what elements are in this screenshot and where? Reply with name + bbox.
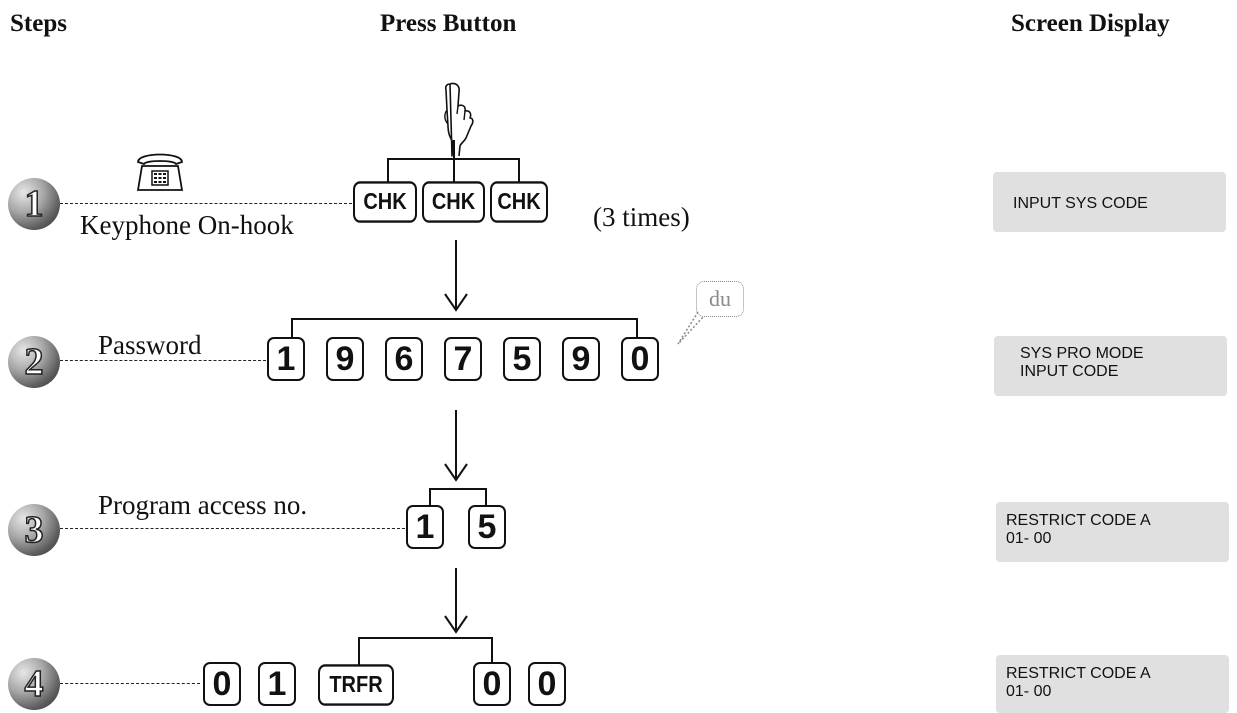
- chk-key-3[interactable]: CHK: [490, 181, 548, 223]
- digit-key[interactable]: 1: [267, 337, 305, 381]
- step-2-label: Password: [98, 330, 202, 360]
- screen-2-line-2: INPUT CODE: [1020, 363, 1119, 381]
- trfr-key[interactable]: TRFR: [318, 664, 394, 706]
- digit-key[interactable]: 5: [503, 337, 541, 381]
- chk-key-1[interactable]: CHK: [353, 181, 417, 223]
- screen-4-line-1: RESTRICT CODE A: [1006, 665, 1151, 682]
- screen-display-2: SYS PRO MODE INPUT CODE: [994, 336, 1227, 396]
- bubble-tail-icon: [677, 311, 705, 345]
- screen-4-line-2: 01- 00: [1006, 683, 1052, 701]
- digit-key[interactable]: 9: [326, 337, 364, 381]
- telephone-icon: [136, 153, 184, 191]
- repeat-note: (3 times): [593, 202, 690, 232]
- screen-display-1: INPUT SYS CODE: [993, 172, 1226, 232]
- down-arrow-icon: [444, 568, 468, 634]
- digit-key[interactable]: 7: [444, 337, 482, 381]
- screen-display-3: RESTRICT CODE A 01- 00: [996, 502, 1229, 562]
- screen-display-header: Screen Display: [1011, 10, 1170, 37]
- screen-1-line-1: INPUT SYS CODE: [1013, 195, 1148, 212]
- down-arrow-icon: [444, 410, 468, 482]
- digit-key[interactable]: 0: [473, 662, 511, 706]
- step-2-badge: 2: [8, 336, 60, 388]
- steps-header: Steps: [10, 10, 67, 37]
- screen-display-4: RESTRICT CODE A 01- 00: [996, 655, 1229, 713]
- step-1-label: Keyphone On-hook: [80, 210, 294, 240]
- digit-key[interactable]: 5: [468, 505, 506, 549]
- digit-key[interactable]: 0: [203, 662, 241, 706]
- screen-3-line-1: RESTRICT CODE A: [1006, 512, 1151, 529]
- digit-key[interactable]: 6: [385, 337, 423, 381]
- pointing-hand-icon: [444, 82, 474, 157]
- screen-2-line-1: SYS PRO MODE: [1020, 345, 1144, 362]
- digit-key[interactable]: 1: [406, 505, 444, 549]
- speech-bubble: du: [696, 281, 744, 317]
- press-button-header: Press Button: [380, 10, 517, 37]
- digit-key[interactable]: 9: [562, 337, 600, 381]
- digit-key[interactable]: 1: [258, 662, 296, 706]
- digit-key[interactable]: 0: [621, 337, 659, 381]
- screen-3-line-2: 01- 00: [1006, 530, 1052, 548]
- digit-key[interactable]: 0: [528, 662, 566, 706]
- down-arrow-icon: [444, 240, 468, 312]
- step-3-label: Program access no.: [98, 490, 308, 520]
- chk-key-2[interactable]: CHK: [422, 181, 485, 223]
- step-4-badge: 4: [8, 658, 60, 710]
- step-1-badge: 1: [8, 178, 60, 230]
- step-3-badge: 3: [8, 504, 60, 556]
